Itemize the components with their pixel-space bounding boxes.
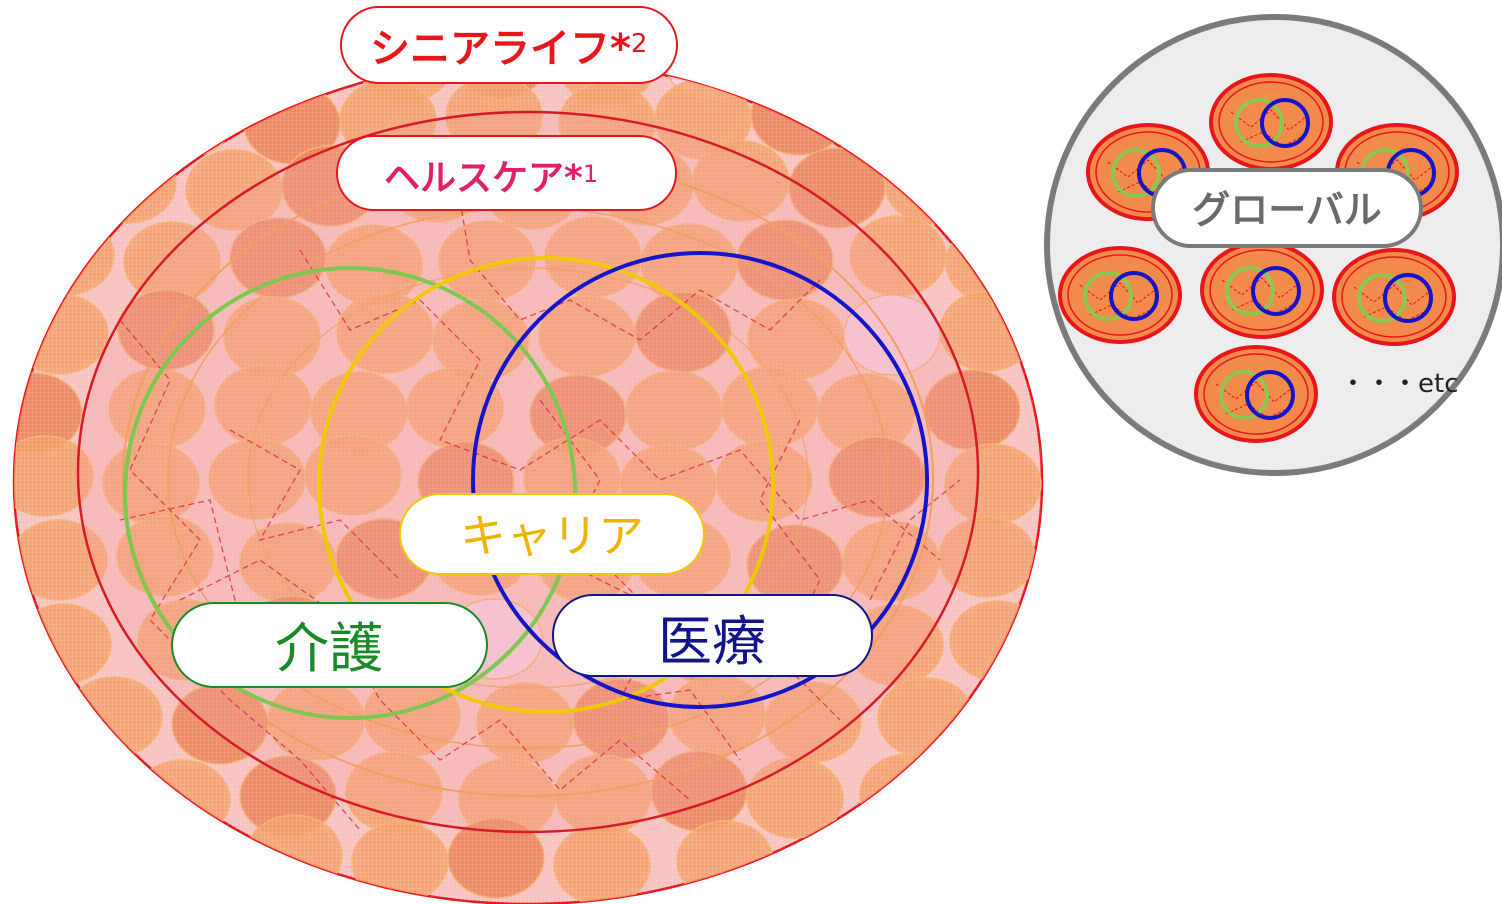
career-label: キャリア: [399, 493, 705, 575]
global-panel: グローバル ・・・etc: [1044, 14, 1502, 476]
career-text: キャリア: [460, 509, 644, 563]
iryo-text: 医療: [658, 610, 766, 673]
global-mini-ecosystem: [1058, 246, 1182, 344]
background-tile: [233, 60, 331, 96]
career-circle: [317, 256, 775, 714]
global-text: グローバル: [1192, 188, 1382, 232]
main-ecosystem: シニアライフ*2 ヘルスケア*1 キャリア 介護 医療: [12, 6, 1044, 904]
global-mini-ecosystem: [1332, 248, 1456, 346]
healthcare-ring: [76, 110, 980, 834]
kaigo-label: 介護: [171, 602, 488, 688]
healthcare-text: ヘルスケア*1: [384, 158, 598, 199]
healthcare-label: ヘルスケア*1: [336, 135, 677, 211]
global-mini-ecosystem: [1194, 345, 1318, 443]
kaigo-text: 介護: [275, 617, 383, 680]
iryo-label: 医療: [552, 594, 873, 677]
global-mini-ecosystem: [1200, 241, 1324, 339]
global-mini-ecosystem: [1209, 73, 1333, 171]
senior-life-label: シニアライフ*2: [340, 6, 678, 84]
etc-text: ・・・etc: [1340, 369, 1459, 399]
background-tile: [846, 81, 944, 163]
global-label: グローバル: [1151, 168, 1423, 248]
iryo-circle: [471, 251, 929, 709]
senior-life-text: シニアライフ*2: [370, 26, 647, 72]
